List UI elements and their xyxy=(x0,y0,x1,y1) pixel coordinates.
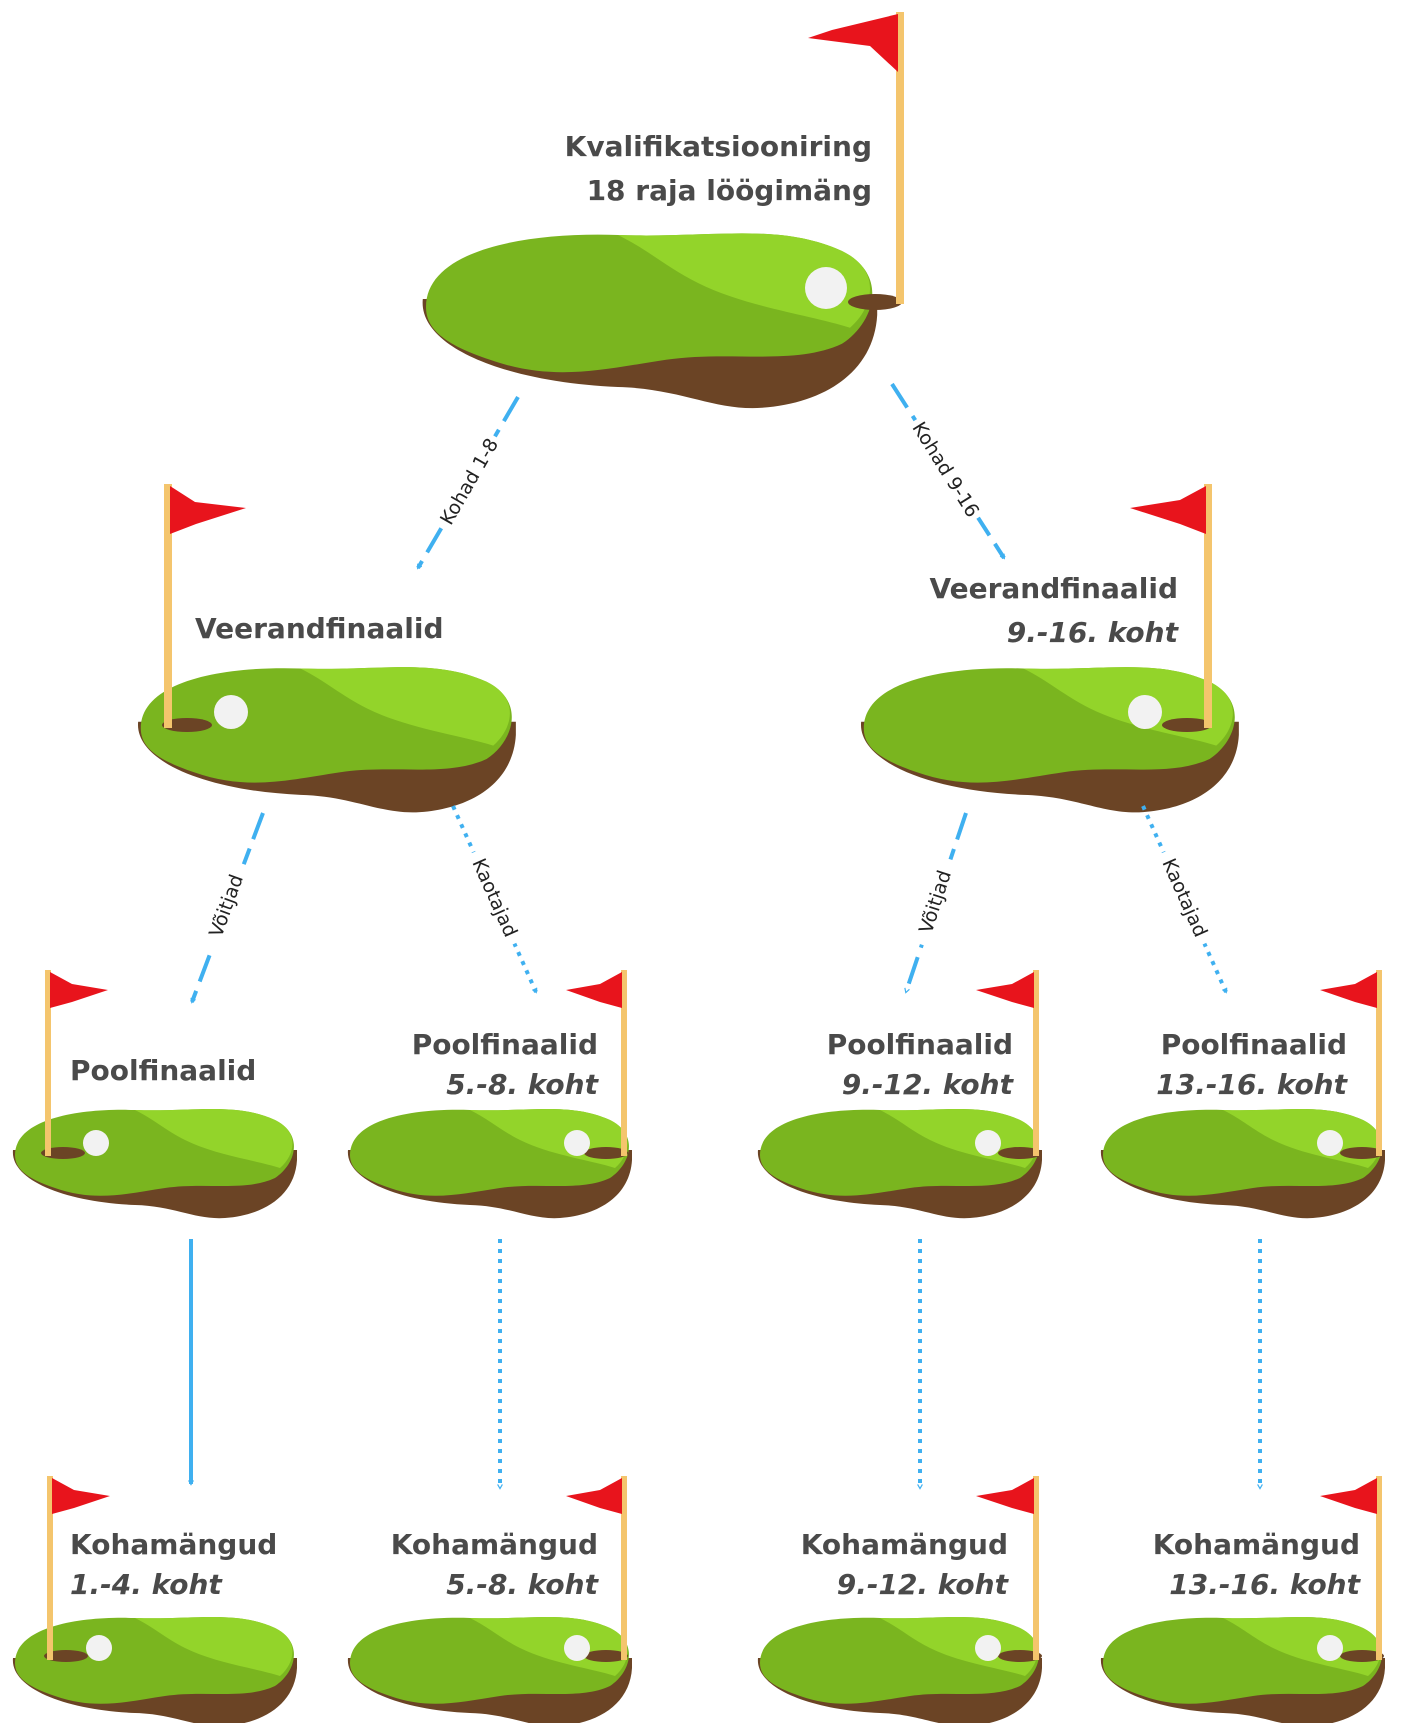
node-title-pl-1: Kohamängud xyxy=(70,1528,277,1561)
node-subtitle-sf-3: 9.-12. koht xyxy=(842,1068,1015,1101)
node-subtitle-pl-1: 1.-4. koht xyxy=(70,1568,223,1601)
edge-label-bg xyxy=(901,412,989,528)
hole-icon xyxy=(848,294,902,310)
hole-icon xyxy=(584,1147,628,1159)
red-flag-icon xyxy=(52,1478,110,1514)
red-flag-icon xyxy=(808,14,898,72)
hole-icon xyxy=(162,718,212,732)
golf-ball-icon xyxy=(1317,1635,1343,1661)
node-subtitle-pl-4: 13.-16. koht xyxy=(1169,1568,1361,1601)
golf-green-island-qf-left xyxy=(137,667,516,813)
node-subtitle-sf-4: 13.-16. koht xyxy=(1156,1068,1348,1101)
golf-ball-icon xyxy=(1317,1130,1343,1156)
hole-icon xyxy=(44,1650,88,1662)
golf-green-island-sf-4 xyxy=(1100,1109,1385,1219)
node-subtitle-qf-right: 9.-16. koht xyxy=(1007,616,1180,649)
node-title-pl-3: Kohamängud xyxy=(801,1528,1008,1561)
node-subtitle-pl-3: 9.-12. koht xyxy=(837,1568,1010,1601)
edge-label-kohad-9-16: Kohad 9-16 xyxy=(907,418,983,521)
golf-ball-icon xyxy=(805,267,847,309)
golf-green-island-sf-1 xyxy=(12,1109,297,1219)
red-flag-icon xyxy=(1320,1478,1377,1514)
node-subtitle-pl-2: 5.-8. koht xyxy=(446,1568,599,1601)
edge-label-bg xyxy=(431,429,509,535)
golf-ball-icon xyxy=(975,1130,1001,1156)
node-title-sf-1: Poolfinaalid xyxy=(70,1054,256,1087)
golf-ball-icon xyxy=(214,695,248,729)
island-grass-highlight xyxy=(618,233,870,328)
hole-icon xyxy=(1340,1147,1384,1159)
golf-green-island-pl-1 xyxy=(12,1617,297,1723)
golf-ball-icon xyxy=(564,1130,590,1156)
golf-green-island-qf-right xyxy=(860,667,1239,813)
flag-pole-icon xyxy=(621,1476,627,1660)
flag-pole-icon xyxy=(1204,484,1212,728)
golf-green-island-pl-3 xyxy=(757,1617,1042,1723)
golf-ball-icon xyxy=(83,1130,109,1156)
node-subtitle-qual: 18 raja löögimäng xyxy=(587,174,872,207)
node-title-qf-left: Veerandfinaalid xyxy=(195,612,444,645)
node-title-qual: Kvalifikatsiooniring xyxy=(565,130,872,163)
red-flag-icon xyxy=(170,486,246,534)
hole-icon xyxy=(41,1147,85,1159)
flag-pole-icon xyxy=(1376,1476,1382,1660)
flag-pole-icon xyxy=(164,484,172,728)
edge-label-bg xyxy=(1149,846,1219,950)
hole-icon xyxy=(998,1650,1042,1662)
red-flag-icon xyxy=(566,972,622,1008)
red-flag-icon xyxy=(1320,972,1377,1008)
flag-pole-icon xyxy=(1033,1476,1039,1660)
node-title-sf-3: Poolfinaalid xyxy=(827,1028,1013,1061)
edge-label-bg xyxy=(459,846,529,950)
node-subtitle-sf-2: 5.-8. koht xyxy=(446,1068,599,1101)
golf-green-island-sf-2 xyxy=(347,1109,632,1219)
node-title-sf-4: Poolfinaalid xyxy=(1161,1028,1347,1061)
red-flag-icon xyxy=(566,1478,622,1514)
golf-ball-icon xyxy=(86,1635,112,1661)
hole-icon xyxy=(998,1147,1042,1159)
node-title-sf-2: Poolfinaalid xyxy=(412,1028,598,1061)
node-title-pl-4: Kohamängud xyxy=(1153,1528,1360,1561)
flag-pole-icon xyxy=(47,1476,53,1660)
golf-green-island-pl-2 xyxy=(347,1617,632,1723)
hole-icon xyxy=(584,1650,628,1662)
flag-pole-icon xyxy=(1033,970,1039,1156)
golf-green-island-qual xyxy=(422,233,878,409)
flag-pole-icon xyxy=(896,12,904,304)
red-flag-icon xyxy=(976,972,1034,1008)
red-flag-icon xyxy=(50,972,108,1008)
edge-label-bg xyxy=(197,858,257,954)
red-flag-icon xyxy=(1130,486,1206,534)
hole-icon xyxy=(1162,718,1212,732)
golf-green-island-sf-3 xyxy=(757,1109,1042,1219)
golf-ball-icon xyxy=(564,1635,590,1661)
flag-pole-icon xyxy=(45,970,51,1156)
red-flag-icon xyxy=(976,1478,1034,1514)
golf-ball-icon xyxy=(975,1635,1001,1661)
flag-pole-icon xyxy=(1376,970,1382,1156)
golf-ball-icon xyxy=(1128,695,1162,729)
flag-pole-icon xyxy=(621,970,627,1156)
golf-green-island-pl-4 xyxy=(1100,1617,1385,1723)
node-title-pl-2: Kohamängud xyxy=(391,1528,598,1561)
node-title-qf-right: Veerandfinaalid xyxy=(929,572,1178,605)
hole-icon xyxy=(1340,1650,1384,1662)
edge-label-kohad-1-8: Kohad 1-8 xyxy=(436,435,503,529)
edge-label-bg xyxy=(907,854,965,950)
